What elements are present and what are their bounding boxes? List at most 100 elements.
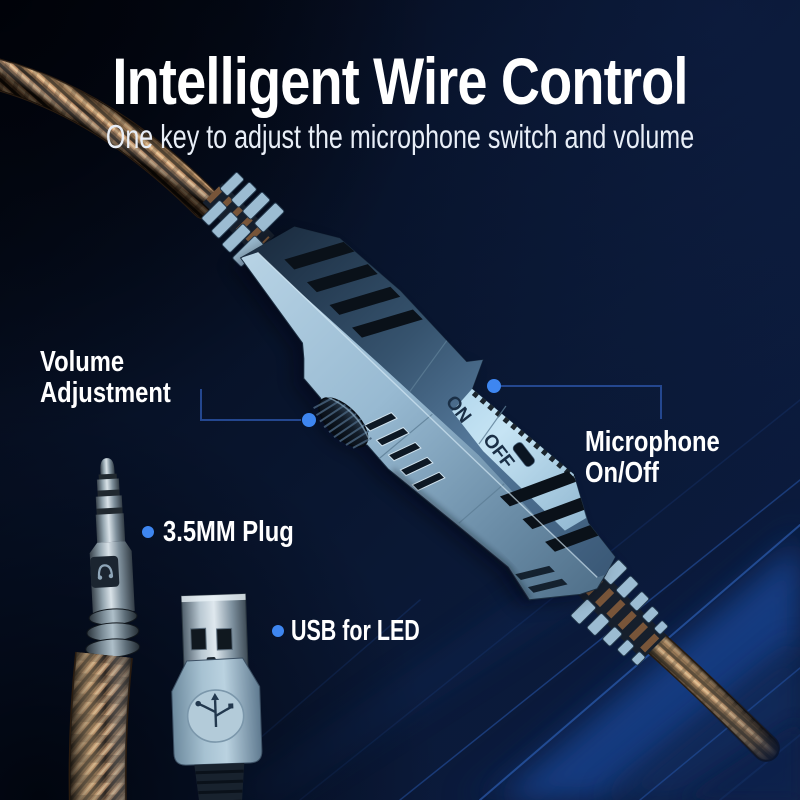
strain-relief-tail-rect-2 [615, 575, 639, 599]
usb-contact-hole-right [216, 627, 233, 651]
braided-cable-bottom-path-5 [634, 622, 780, 762]
plug-tip-rect-5 [96, 507, 123, 516]
strain-relief-head-rect-3 [242, 191, 271, 220]
usb-cable [194, 763, 245, 800]
fin-slots-polygon-2 [527, 578, 568, 593]
braided-cable-top [0, 58, 222, 220]
usb-label: USB for LED [291, 615, 420, 647]
braided-cable-bottom [634, 622, 780, 762]
plug-tip-path-1 [100, 458, 115, 477]
strain-relief-tail-rect-6 [570, 598, 597, 625]
volume-wheel-path-1 [325, 395, 371, 441]
usb-connector [171, 593, 263, 800]
volume-wheel-line-2 [315, 400, 340, 417]
plug-tip-rect-3 [97, 489, 120, 498]
mic-switch-slot [512, 442, 535, 467]
fin-slots-polygon-1 [515, 565, 555, 580]
page-subtitle: One key to adjust the microphone switch … [105, 118, 695, 155]
grip-stripes-head-polygon-2 [306, 264, 378, 293]
plug-label: 3.5MM Plug [163, 516, 294, 548]
strain-relief-tail-rect-8 [602, 626, 623, 647]
volume-callout-line [200, 389, 301, 421]
grip-stripes-tail-polygon-2 [522, 493, 601, 530]
callouts [142, 379, 662, 637]
plug-35mm [85, 458, 141, 658]
strain-relief-head-rect-5 [201, 200, 227, 226]
braided-cable-plug [68, 651, 133, 800]
usb-cable-line-2 [196, 779, 243, 785]
volume-label-line2: Adjustment [40, 377, 171, 409]
volume-wheel-line-3 [319, 403, 346, 423]
microphone-label-line2: On/Off [585, 457, 659, 489]
microphone-callout-dot [487, 379, 501, 393]
strain-relief-tail [570, 559, 669, 666]
grip-stripes-head [284, 241, 423, 338]
microphone-callout-line [500, 385, 662, 419]
grip-stripes-head-polygon-1 [284, 241, 356, 270]
grip-serration-edge [471, 391, 576, 479]
volume-wheel-line-6 [333, 418, 362, 439]
microphone-label: Microphone On/Off [585, 427, 720, 489]
strain-relief-head-rect-2 [231, 181, 257, 208]
vent-slots-polygon-1 [363, 412, 398, 432]
grip-stripes-head-polygon-3 [329, 286, 401, 315]
volume-wheel-line-7 [339, 423, 366, 443]
strain-relief-head-rect-6 [211, 211, 239, 239]
volume-wheel [313, 395, 372, 449]
vent-slots [363, 412, 446, 492]
plug-logo-headset-icon [97, 564, 114, 578]
strain-relief-tail-rect-10 [631, 651, 646, 666]
panel-seams-line-3 [378, 413, 433, 460]
volume-label: Volume Adjustment [40, 347, 171, 409]
strain-relief-head-rect-4 [254, 202, 285, 233]
strain-relief-head-line-1 [206, 186, 270, 251]
plug-tip-rect-6 [95, 513, 126, 543]
wire-control-device: ON OFF [201, 172, 669, 666]
volume-wheel-line-4 [323, 408, 352, 429]
strain-relief-tail-rect-4 [641, 606, 660, 624]
panel-seams-line-2 [478, 405, 507, 445]
strain-relief-tail-rect-1 [577, 570, 667, 660]
strain-relief-head-rect-1 [219, 172, 245, 197]
panel-seams-line-1 [409, 340, 448, 392]
strain-relief-tail-rect-1 [601, 559, 628, 585]
body-shadow-edge [390, 468, 532, 602]
vent-slots-polygon-4 [399, 456, 434, 477]
vent-slots-polygon-2 [375, 426, 410, 447]
usb-cable-line-3 [198, 789, 243, 795]
vent-slots-polygon-3 [387, 441, 422, 462]
ridge-highlight [257, 251, 598, 578]
plug-tip [95, 458, 126, 543]
braided-cable-top-path-4 [0, 59, 221, 219]
usb-trident-icon-path-3 [211, 693, 220, 701]
grip-stripes-tail-polygon-1 [499, 471, 578, 507]
braided-cable-plug-path-5 [70, 652, 132, 800]
panel-seams [378, 340, 507, 524]
volume-callout-dot [302, 413, 316, 427]
usb-trident-icon [195, 693, 234, 728]
plug-tip-rect-2 [96, 478, 120, 492]
plug-tip-rect-1 [98, 473, 117, 481]
grip-stripes-head-polygon-4 [352, 309, 423, 338]
usb-cable-path-1 [194, 763, 245, 800]
usb-contact-hole-left [190, 627, 207, 651]
usb-trident-icon-path-1 [199, 703, 217, 714]
device-switch-face [452, 388, 587, 531]
volume-wheel-line-8 [345, 430, 370, 446]
plug-logo-plate [90, 555, 120, 588]
usb-trident-icon-rect-1 [228, 703, 234, 709]
usb-callout-dot [272, 625, 284, 637]
plug-tip-rect-4 [95, 495, 123, 510]
plug-barrel-circle-2 [108, 573, 114, 579]
usb-trident-icon-circle-1 [195, 700, 202, 707]
panel-seams-line-4 [458, 483, 505, 524]
plug-callout-dot [142, 526, 154, 538]
plug-knurl-rings [85, 608, 141, 658]
usb-shield-rect-2 [181, 593, 246, 603]
strain-relief-tail-rect-9 [617, 639, 635, 657]
plug-barrel [89, 541, 135, 614]
volume-label-line1: Volume [40, 346, 125, 378]
strain-relief-tail-rect-7 [586, 613, 610, 636]
